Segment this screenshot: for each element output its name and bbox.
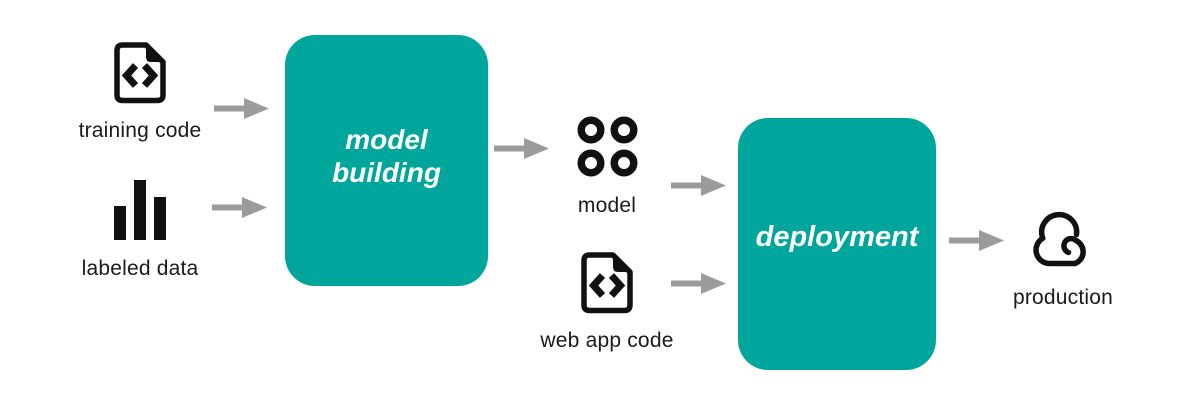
- stage-model-building: model building: [285, 35, 488, 286]
- model-label: model: [577, 194, 637, 217]
- stage-deployment: deployment: [738, 118, 936, 370]
- arrow-model-building-to-model: [493, 137, 550, 160]
- production-label: production: [1012, 286, 1114, 309]
- model-nodes-icon: [507, 116, 707, 177]
- web-app-code-label: web app code: [540, 329, 674, 352]
- arrow-labeled-data-to-model-building: [211, 196, 268, 219]
- arrow-training-code-to-model-building: [213, 97, 270, 120]
- bar-chart-icon: [40, 180, 240, 240]
- node-labeled-data: labeled data: [40, 180, 240, 281]
- training-code-label: training code: [78, 119, 202, 142]
- arrow-web-app-code-to-deployment: [670, 272, 727, 295]
- node-production: production: [963, 207, 1163, 310]
- code-file-icon: [507, 252, 707, 314]
- cloud-icon: [963, 207, 1163, 273]
- node-model: model: [507, 116, 707, 218]
- arrow-deployment-to-production: [948, 229, 1005, 252]
- code-file-icon: [40, 42, 240, 104]
- node-web-app-code: web app code: [507, 252, 707, 353]
- labeled-data-label: labeled data: [81, 257, 199, 280]
- arrow-model-to-deployment: [670, 174, 727, 197]
- node-training-code: training code: [40, 42, 240, 143]
